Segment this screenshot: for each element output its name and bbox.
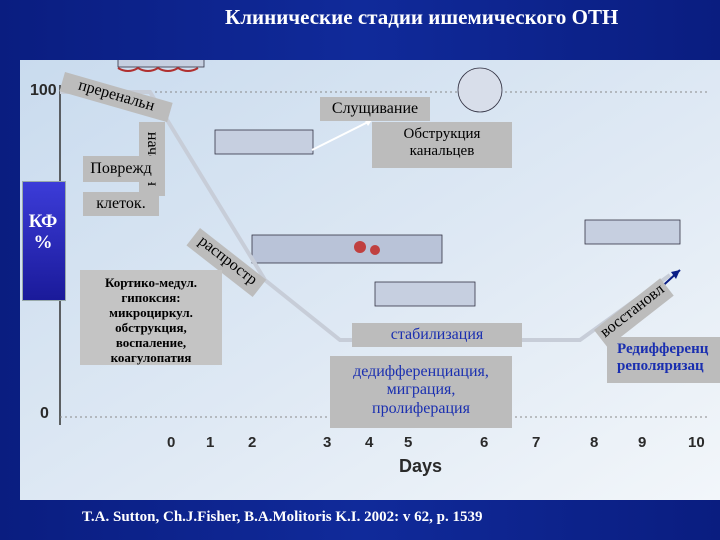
y-axis-title-line1: КФ — [28, 211, 58, 232]
shedding-label: Слущивание — [331, 100, 419, 117]
mechanisms-line: коагулопатия — [110, 349, 192, 365]
repair-line: миграция, — [386, 381, 456, 399]
x-tick: 5 — [404, 434, 413, 451]
x-tick: 9 — [638, 434, 647, 451]
y-axis-title: КФ % — [27, 211, 59, 254]
obstruction-box: Обструкция канальцев — [372, 122, 512, 168]
cell-damage-line2: клеток. — [96, 195, 146, 212]
x-tick: 0 — [167, 434, 176, 451]
x-tick: 10 — [688, 434, 705, 451]
x-tick: 6 — [480, 434, 489, 451]
redifferentiation-box: Редифференц реполяризац — [607, 337, 720, 383]
kf-percent-label-box — [22, 181, 66, 301]
shedding-box: Слущивание — [320, 97, 430, 121]
x-tick: 7 — [532, 434, 541, 451]
y-tick-bottom: 0 — [40, 405, 49, 422]
tubule-illustration-middle — [251, 219, 681, 307]
stabilization-box: стабилизация — [352, 323, 522, 347]
tubule-illustration-top — [117, 60, 205, 72]
mechanisms-line: Кортико-медул. — [104, 275, 198, 290]
x-tick: 8 — [590, 434, 599, 451]
cell-damage-line1: Поврежд — [90, 160, 152, 177]
x-tick: 1 — [206, 434, 215, 451]
redifferentiation-line2: реполяризац — [617, 358, 704, 375]
arrow-obstruction — [311, 119, 373, 151]
cell-damage-line1-box: Поврежд — [83, 156, 159, 182]
y-tick-top: 100 — [30, 82, 57, 99]
mechanisms-line: микроциркул. — [109, 304, 193, 320]
cell-damage-line2-box: клеток. — [83, 192, 159, 216]
x-axis-title: Days — [399, 456, 443, 476]
redifferentiation-line1: Редифференц — [617, 341, 709, 357]
mechanisms-line: гипоксия: — [121, 289, 181, 305]
stabilization-label: стабилизация — [390, 326, 484, 343]
dedifferentiation-box: дедифференциация, миграция, пролиферация — [330, 356, 512, 428]
repair-line: пролиферация — [372, 399, 470, 417]
mechanisms-box: Кортико-медул. гипоксия: микроциркул. об… — [80, 270, 222, 365]
obstruction-line2: канальцев — [409, 143, 475, 160]
tubule-illustration-injury — [214, 67, 503, 155]
citation: T.A. Sutton, Ch.J.Fisher, B.A.Molitoris … — [82, 509, 483, 525]
y-axis-title-line2: % — [33, 231, 53, 253]
slide-title: Клинические стадии ишемического ОТН — [225, 5, 619, 29]
arrow-recovery-head — [671, 270, 680, 279]
mechanisms-line: обструкция, — [115, 319, 187, 335]
x-tick: 4 — [365, 434, 374, 451]
x-tick: 2 — [248, 434, 257, 451]
repair-line: дедифференциация, — [353, 363, 489, 380]
obstruction-line1: Обструкция — [403, 126, 481, 142]
x-tick: 3 — [323, 434, 332, 451]
mechanisms-line: воспаление, — [115, 334, 187, 350]
